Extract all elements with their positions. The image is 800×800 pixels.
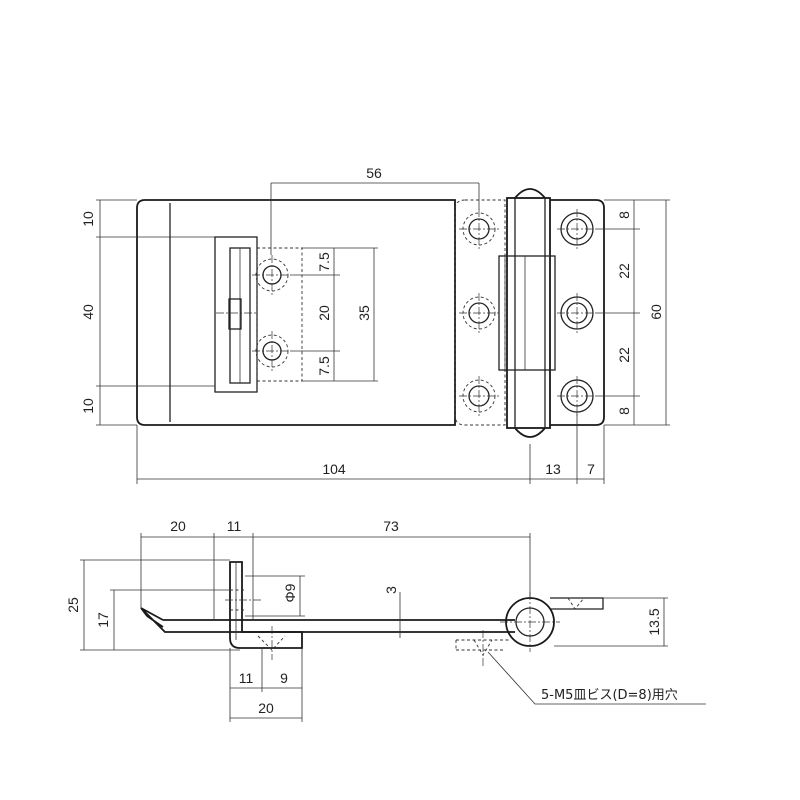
dimension-left-chain: 10 40 10 bbox=[80, 199, 215, 426]
hinge-hole-left-3 bbox=[459, 376, 499, 416]
staple-base-hole-dashed bbox=[257, 635, 286, 651]
hinge-hole-left-1 bbox=[459, 209, 499, 249]
side-dim-label-3: 3 bbox=[383, 586, 399, 594]
screw-hole-top-left bbox=[252, 255, 292, 295]
side-dimension-top-chain: 20 11 73 bbox=[140, 518, 531, 620]
side-hinge-leaf-hole bbox=[567, 597, 585, 610]
side-dim-label-phi9: Φ9 bbox=[282, 583, 298, 602]
dim-label-22-top: 22 bbox=[616, 263, 632, 279]
side-dim-label-20-top: 20 bbox=[170, 518, 186, 534]
dim-label-8-bottom: 8 bbox=[616, 407, 632, 415]
dim-label-104: 104 bbox=[322, 461, 346, 477]
hinge-leaf-left-dashed bbox=[454, 199, 506, 426]
side-hinge-leaf-right bbox=[550, 597, 604, 610]
dimension-bottom-chain: 104 13 7 bbox=[136, 412, 605, 484]
hasp-plate-outline bbox=[136, 199, 456, 426]
screw-hole-callout: 5-M5皿ビス(D=8)用穴 bbox=[487, 651, 706, 705]
dim-label-7-5-top: 7.5 bbox=[316, 252, 332, 272]
side-dim-label-11-top: 11 bbox=[227, 518, 242, 534]
dim-label-20-inner: 20 bbox=[316, 305, 332, 321]
dim-label-10-bottom: 10 bbox=[80, 398, 96, 414]
dim-label-13: 13 bbox=[545, 461, 561, 477]
side-dim-label-11-bottom: 11 bbox=[239, 670, 254, 686]
hinge-hole-left-2 bbox=[459, 293, 499, 333]
side-dimension-bottom: 11 9 20 bbox=[229, 648, 303, 722]
screw-hole-note: 5-M5皿ビス(D=8)用穴 bbox=[541, 688, 678, 703]
side-hinge-knuckle bbox=[500, 592, 560, 652]
top-view: 56 10 40 10 7.5 20 7.5 35 bbox=[80, 165, 670, 484]
dim-label-35: 35 bbox=[356, 305, 372, 321]
hasp-strap-outline bbox=[140, 607, 515, 633]
side-dim-label-13-5: 13.5 bbox=[646, 608, 662, 635]
dim-label-22-bottom: 22 bbox=[616, 347, 632, 363]
dim-label-7: 7 bbox=[587, 461, 595, 477]
dim-label-8-top: 8 bbox=[616, 211, 632, 219]
hinge-hole-right-1 bbox=[557, 209, 597, 249]
dim-label-40: 40 bbox=[80, 304, 96, 320]
side-dim-label-73: 73 bbox=[383, 518, 399, 534]
dim-label-7-5-bottom: 7.5 bbox=[316, 356, 332, 376]
dim-label-56: 56 bbox=[366, 165, 382, 181]
side-dim-label-25: 25 bbox=[65, 597, 81, 613]
side-dim-label-9: 9 bbox=[280, 670, 288, 686]
side-dim-label-17: 17 bbox=[95, 612, 111, 628]
side-dimension-phi9: Φ9 bbox=[245, 575, 305, 617]
staple-slot bbox=[228, 298, 242, 330]
dimension-inner-chain: 7.5 20 7.5 35 bbox=[292, 247, 378, 382]
dim-label-10-top: 10 bbox=[80, 211, 96, 227]
side-dim-label-20-bottom: 20 bbox=[258, 700, 274, 716]
screw-hole-bottom-left bbox=[252, 331, 292, 371]
dim-label-60: 60 bbox=[648, 304, 664, 320]
staple-base-outline bbox=[214, 236, 258, 393]
side-dimension-left: 25 17 bbox=[65, 559, 240, 651]
hinge-knuckle bbox=[498, 188, 556, 438]
dimension-56: 56 bbox=[270, 165, 480, 255]
dimension-right-chain: 8 22 22 8 60 bbox=[597, 199, 670, 426]
hinge-hole-right-2 bbox=[557, 293, 597, 333]
staple-post-outline bbox=[229, 561, 303, 649]
hinge-hole-right-3 bbox=[557, 376, 597, 416]
side-dimension-right: 13.5 bbox=[554, 597, 668, 647]
side-dimension-thickness: 3 bbox=[383, 586, 401, 638]
hinge-leaf-right bbox=[550, 199, 605, 426]
side-view: 20 11 73 25 17 Φ9 3 bbox=[65, 518, 706, 722]
staple-mount-dashed bbox=[256, 247, 303, 382]
